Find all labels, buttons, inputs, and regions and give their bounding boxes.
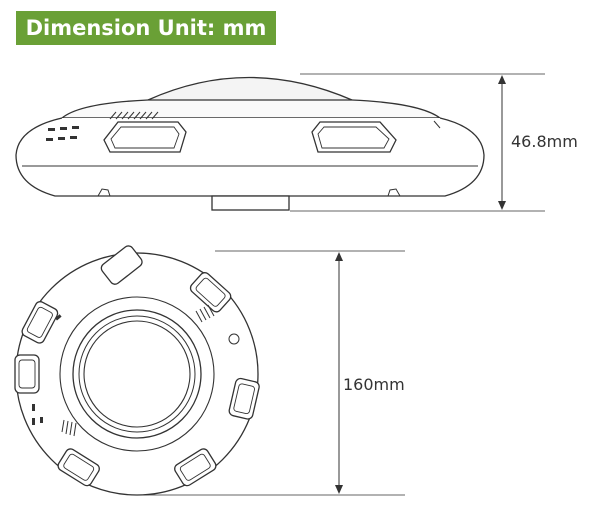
- top-view-vent-left: [61, 419, 77, 437]
- dimension-unit-banner: Dimension Unit: mm: [16, 11, 276, 45]
- top-view-lens-outer: [78, 315, 196, 433]
- top-view-inner-ring: [59, 296, 215, 452]
- side-view-ir-window-left: [103, 121, 187, 153]
- top-view-vent-right: [195, 304, 215, 323]
- height-dimension: [290, 73, 545, 212]
- top-view-indicators: [32, 314, 62, 425]
- side-view-body: [15, 117, 485, 197]
- diameter-label: 160mm: [343, 375, 405, 394]
- top-view-lens: [83, 320, 191, 428]
- height-label: 46.8mm: [511, 132, 578, 151]
- side-view-clip-left: [97, 188, 111, 197]
- top-view-ir-windows: [14, 245, 260, 487]
- side-view-indicators: [46, 126, 79, 141]
- diameter-dimension: [140, 250, 405, 496]
- side-view-ir-window-right: [311, 121, 397, 153]
- side-view: [15, 76, 485, 211]
- top-view-port: [228, 333, 240, 345]
- top-view: [14, 245, 260, 496]
- side-view-base: [211, 195, 290, 211]
- top-view-lens-bezel: [72, 309, 202, 439]
- side-view-clip-right: [387, 188, 401, 197]
- side-view-vent: [109, 111, 159, 120]
- side-view-dome: [147, 76, 353, 101]
